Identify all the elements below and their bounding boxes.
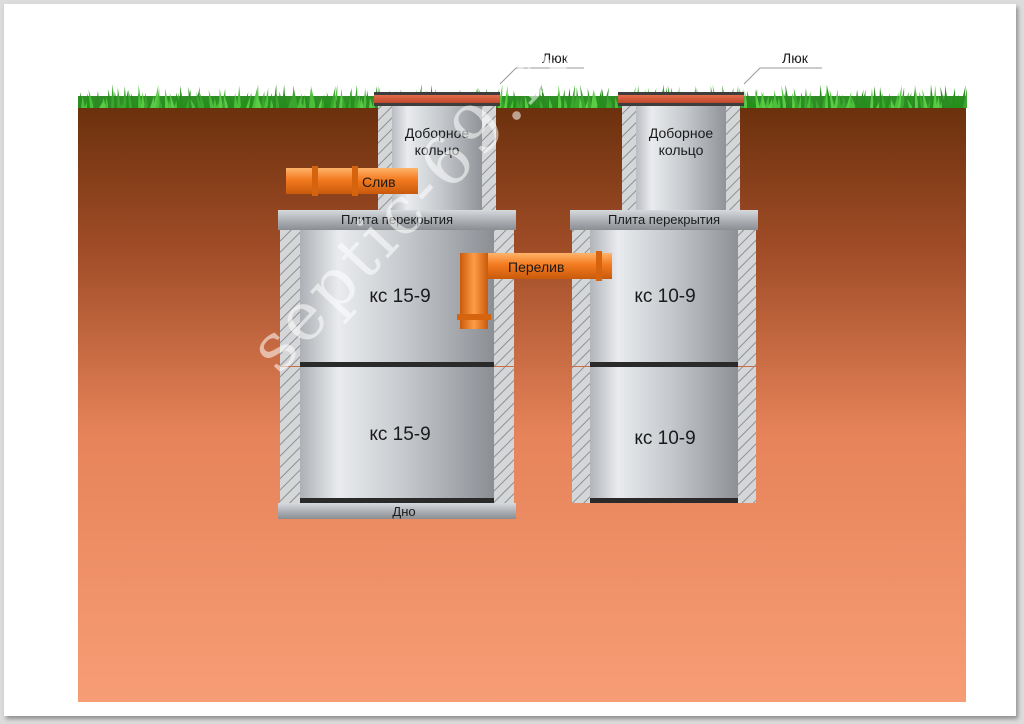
- ring-left-top-label: кс 15-9: [369, 286, 430, 307]
- extension-ring-right-label-2: кольцо: [659, 142, 704, 158]
- bottom-slab: [278, 503, 516, 519]
- cover-slab-left-label: Плита перекрытия: [341, 212, 453, 227]
- ring-right-bottom: [572, 367, 756, 503]
- hatch-right-label: Люк: [782, 50, 809, 66]
- extension-ring-right-label-1: Доборное: [649, 125, 714, 141]
- cover-slab-left: [278, 210, 516, 230]
- hatch-right: [618, 92, 744, 106]
- septic-diagram: Люк Люк Доборное кольцо Доборное кольцо …: [78, 50, 967, 702]
- ring-right-top-label: кс 10-9: [634, 286, 695, 307]
- bottom-label: Дно: [392, 504, 415, 519]
- ring-right-top: [572, 230, 756, 366]
- left-well: [278, 92, 516, 519]
- hatch-left-label: Люк: [542, 50, 569, 66]
- hatch-left-leader: [499, 67, 584, 85]
- extension-ring-left-label-1: Доборное: [405, 125, 470, 141]
- drain-pipe: [286, 166, 418, 196]
- ring-left-bottom: [280, 367, 514, 503]
- extension-ring-right: [622, 104, 740, 210]
- overflow-label: Перелив: [508, 259, 564, 275]
- drain-label: Слив: [362, 174, 396, 190]
- hatch-left: [374, 92, 500, 106]
- cover-slab-right-label: Плита перекрытия: [608, 212, 720, 227]
- sheet: Люк Люк Доборное кольцо Доборное кольцо …: [4, 4, 1016, 716]
- overflow-pipe: [457, 251, 612, 329]
- cover-slab-right: [570, 210, 758, 230]
- ring-left-bottom-label: кс 15-9: [369, 424, 430, 445]
- hatch-right-leader: [743, 67, 822, 85]
- soil: [78, 106, 966, 702]
- ring-right-bottom-label: кс 10-9: [634, 428, 695, 449]
- right-well: [570, 92, 758, 503]
- extension-ring-left-label-2: кольцо: [415, 142, 460, 158]
